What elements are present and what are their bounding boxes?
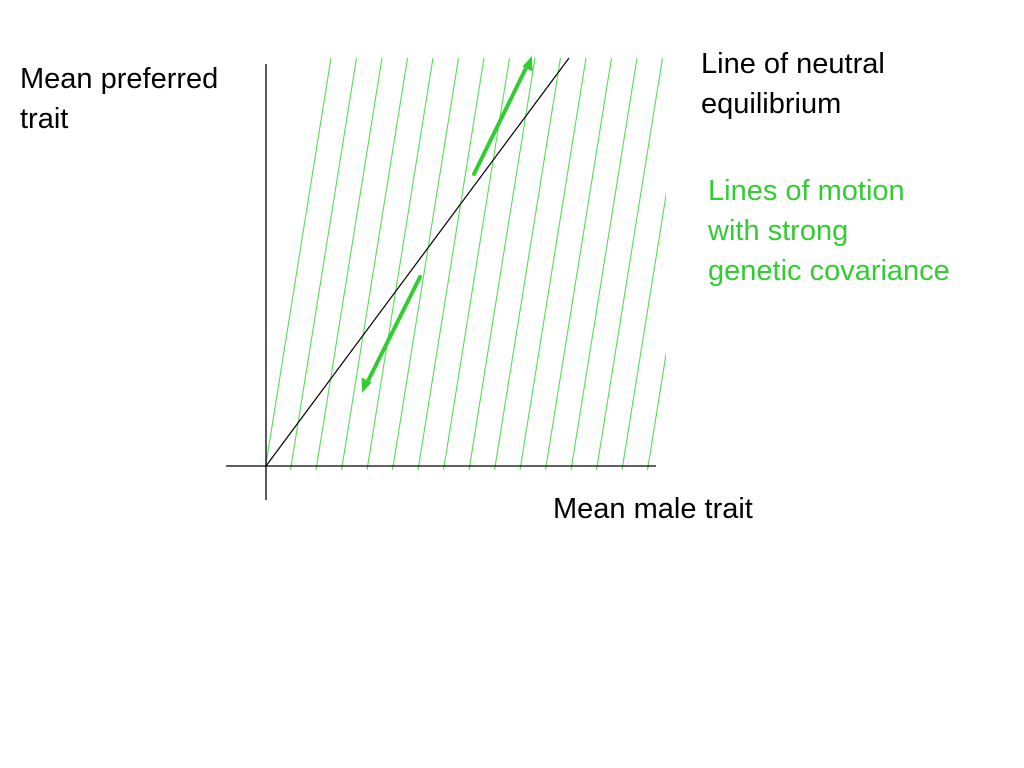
motion-lines-label-line-3: genetic covariance — [708, 255, 950, 287]
y-axis-label: Mean preferred trait — [20, 59, 218, 139]
y-axis-label-line-1: Mean preferred — [20, 63, 219, 95]
motion-line — [468, 58, 536, 470]
x-axis-label: Mean male trait — [553, 489, 753, 529]
motion-line — [646, 351, 666, 470]
x-axis-label-line-1: Mean male trait — [553, 493, 753, 525]
motion-line — [289, 58, 358, 470]
upward-motion-arrow — [472, 56, 533, 176]
motion-line — [391, 58, 460, 470]
motion-line — [417, 58, 485, 470]
motion-lines-label: Lines of motion with strong genetic cova… — [708, 171, 950, 291]
motion-line — [315, 58, 383, 470]
motion-line — [595, 58, 664, 470]
neutral-equilibrium-label: Line of neutral equilibrium — [701, 44, 885, 124]
motion-line — [266, 58, 332, 468]
motion-line — [621, 191, 666, 470]
y-axis-label-line-2: trait — [20, 103, 69, 135]
motion-line — [366, 58, 434, 470]
motion-line — [519, 58, 587, 470]
downward-motion-arrow — [361, 275, 422, 393]
motion-line — [570, 58, 638, 470]
motion-lines — [266, 58, 666, 470]
motion-line — [493, 58, 562, 470]
neutral-equilibrium-label-line-2: equilibrium — [701, 88, 842, 120]
neutral-equilibrium-line — [265, 57, 570, 467]
motion-line — [544, 58, 613, 470]
motion-line — [340, 58, 409, 470]
motion-lines-label-line-1: Lines of motion — [708, 175, 905, 207]
neutral-equilibrium-label-line-1: Line of neutral — [701, 48, 885, 80]
motion-lines-label-line-2: with strong — [708, 215, 849, 247]
